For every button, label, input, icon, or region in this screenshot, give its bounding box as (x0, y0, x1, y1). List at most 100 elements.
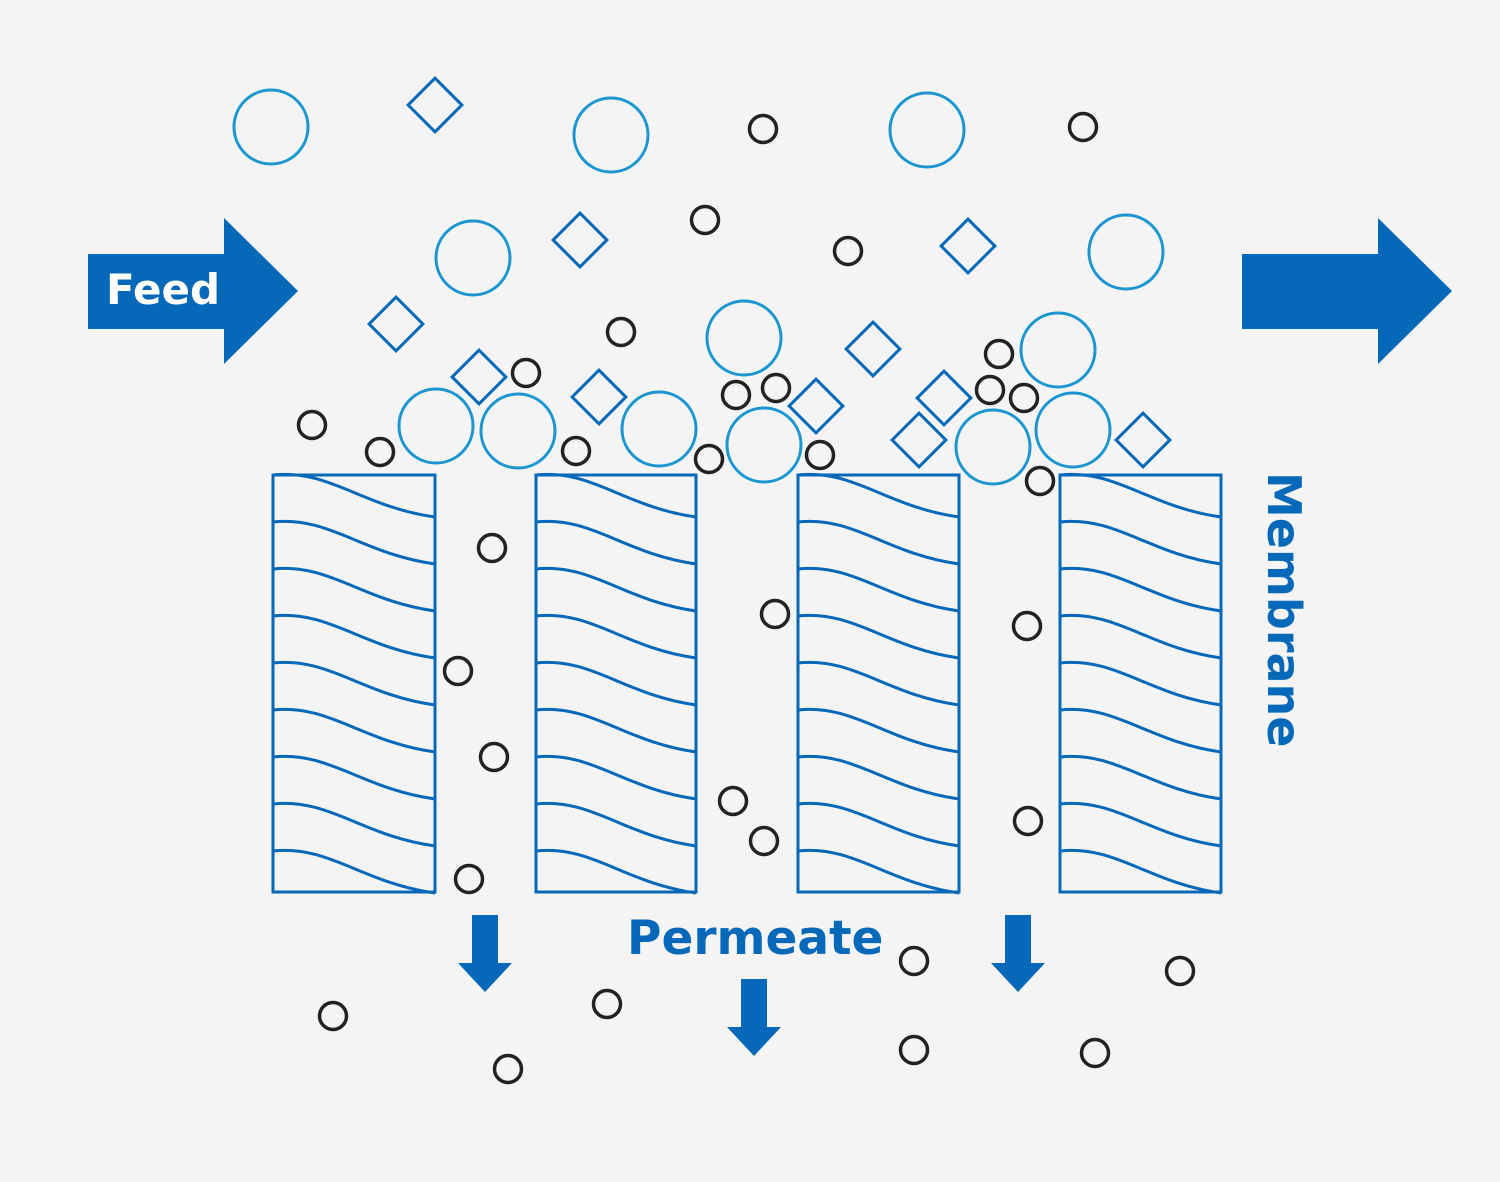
membrane-layer (271, 472, 1223, 895)
membrane-block (534, 472, 698, 895)
medium-molecule-icon (844, 320, 902, 378)
membrane-fiber-line (535, 519, 697, 566)
small-molecule-icon (747, 113, 779, 145)
membrane-fiber-line (1059, 660, 1222, 707)
permeate-label: Permeate (627, 911, 883, 966)
membrane-block-outline (534, 473, 698, 894)
membrane-fiber-line (797, 660, 960, 707)
medium-molecule-icon (939, 217, 997, 275)
small-molecule-icon (476, 532, 508, 564)
membrane-block (1058, 472, 1223, 895)
large-molecule-icon (434, 219, 512, 297)
permeate-arrow-icon (727, 979, 781, 1056)
membrane-fiber-line (797, 519, 960, 566)
medium-molecule-icon (406, 76, 464, 134)
small-molecule-icon (760, 372, 792, 404)
small-molecule-icon (492, 1053, 524, 1085)
particle-layer (232, 76, 1196, 1085)
large-molecule-icon (1034, 391, 1112, 469)
small-molecule-icon (442, 655, 474, 687)
medium-molecule-icon (570, 368, 628, 426)
medium-molecule-icon (915, 369, 973, 427)
feed-arrow-shape (88, 218, 298, 364)
membrane-label: Membrane (1257, 472, 1311, 748)
large-molecule-icon (1087, 213, 1165, 291)
small-molecule-icon (364, 436, 396, 468)
membrane-fiber-line (1059, 707, 1222, 754)
membrane-fiber-line (1059, 519, 1222, 566)
medium-molecule-icon (1114, 411, 1172, 469)
membrane-fiber-line (797, 754, 960, 801)
medium-molecule-icon (450, 348, 508, 406)
membrane-block-outline (271, 473, 437, 894)
membrane-fiber-line (797, 566, 960, 613)
small-molecule-icon (720, 379, 752, 411)
membrane-fiber-line (535, 848, 697, 895)
small-molecule-icon (983, 338, 1015, 370)
medium-molecule-icon (367, 295, 425, 353)
small-molecule-icon (898, 1034, 930, 1066)
membrane-block-outline (796, 473, 961, 894)
permeate-arrow-icon (991, 915, 1045, 992)
large-molecule-icon (572, 96, 650, 174)
membrane-fiber-line (272, 848, 436, 895)
small-molecule-icon (510, 357, 542, 389)
permeate-arrow-icon (458, 915, 512, 992)
small-molecule-icon (748, 825, 780, 857)
small-molecule-icon (1164, 955, 1196, 987)
large-molecule-icon (479, 392, 557, 470)
large-molecule-icon (1019, 311, 1097, 389)
small-molecule-icon (1011, 610, 1043, 642)
small-molecule-icon (591, 988, 623, 1020)
small-molecule-icon (1024, 465, 1056, 497)
medium-molecule-icon (551, 211, 609, 269)
membrane-fiber-line (272, 566, 436, 613)
membrane-fiber-line (1059, 754, 1222, 801)
membrane-fiber-line (535, 754, 697, 801)
medium-molecule-icon (890, 411, 948, 469)
membrane-fiber-line (797, 472, 960, 519)
small-molecule-icon (689, 204, 721, 236)
membrane-block (796, 472, 961, 895)
small-molecule-icon (1079, 1037, 1111, 1069)
membrane-block (271, 472, 437, 895)
membrane-fiber-line (272, 519, 436, 566)
small-molecule-icon (478, 741, 510, 773)
small-molecule-icon (296, 409, 328, 441)
membrane-fiber-line (535, 472, 697, 519)
membrane-fiber-line (1059, 472, 1222, 519)
small-molecule-icon (898, 945, 930, 977)
feed-label: Feed (106, 265, 220, 314)
small-molecule-icon (605, 316, 637, 348)
small-molecule-icon (974, 374, 1006, 406)
membrane-fiber-line (272, 660, 436, 707)
small-molecule-icon (1008, 382, 1040, 414)
small-molecule-icon (560, 435, 592, 467)
membrane-fiber-line (797, 801, 960, 848)
permeate-arrows (458, 915, 1045, 1056)
large-molecule-icon (725, 406, 803, 484)
membrane-block-outline (1058, 473, 1223, 894)
membrane-fiber-line (1059, 848, 1222, 895)
medium-molecule-icon (787, 377, 845, 435)
membrane-fiber-line (1059, 566, 1222, 613)
membrane-fiber-line (1059, 801, 1222, 848)
large-molecule-icon (954, 408, 1032, 486)
membrane-fiber-line (272, 801, 436, 848)
membrane-fiber-line (1059, 613, 1222, 660)
large-molecule-icon (232, 88, 310, 166)
small-molecule-icon (804, 439, 836, 471)
membrane-fiber-line (272, 613, 436, 660)
membrane-fiber-line (535, 801, 697, 848)
small-molecule-icon (1067, 111, 1099, 143)
feed-arrow: Feed (88, 218, 298, 364)
membrane-fiber-line (535, 566, 697, 613)
small-molecule-icon (453, 863, 485, 895)
small-molecule-icon (317, 1000, 349, 1032)
large-molecule-icon (620, 390, 698, 468)
small-molecule-icon (1012, 805, 1044, 837)
small-molecule-icon (759, 598, 791, 630)
membrane-fiber-line (797, 613, 960, 660)
membrane-fiber-line (797, 707, 960, 754)
